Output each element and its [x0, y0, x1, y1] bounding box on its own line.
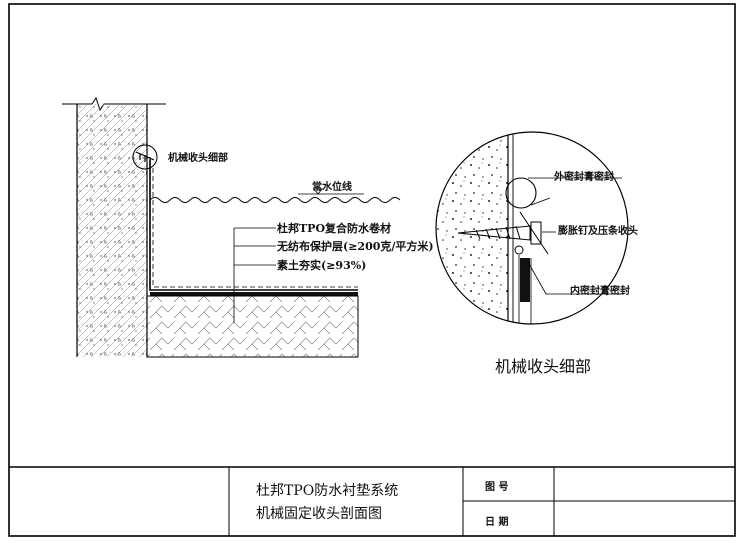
inner-sealant-strip — [520, 258, 530, 302]
inner-sealant-label: 内密封膏密封 — [570, 286, 630, 297]
main-section — [62, 96, 401, 358]
drawing-no-label: 图 号 — [485, 482, 509, 493]
detail-circle — [435, 131, 629, 325]
tpo-membrane-line — [149, 160, 358, 291]
detail-title: 机械收头细部 — [495, 357, 592, 376]
expansion-anchor — [457, 225, 531, 241]
title-block — [9, 466, 735, 536]
water-waves — [149, 197, 401, 203]
termination-bar — [530, 221, 542, 245]
title-line-2: 机械固定收头剖面图 — [256, 506, 382, 522]
callout-circle — [132, 144, 158, 170]
anchor-label: 膨胀钉及压条收头 — [558, 226, 638, 237]
outer-sealant-label: 外密封膏密封 — [554, 172, 614, 183]
callout-label: 机械收头细部 — [168, 153, 228, 164]
membrane-label: 杜邦TPO复合防水卷材 — [277, 222, 392, 235]
outer-sealant-bead — [505, 177, 537, 209]
title-line-1: 杜邦TPO防水衬垫系统 — [256, 483, 399, 499]
sheet-border — [8, 3, 736, 537]
water-level-label: 常水位线 — [312, 182, 352, 193]
soil-base — [146, 295, 359, 358]
geotextile-label: 无纺布保护层(≥200克/平方米) — [277, 240, 434, 253]
date-label: 日 期 — [485, 517, 509, 528]
soil-label: 素土夯实(≥93%) — [277, 259, 367, 272]
protection-layer — [150, 292, 358, 296]
